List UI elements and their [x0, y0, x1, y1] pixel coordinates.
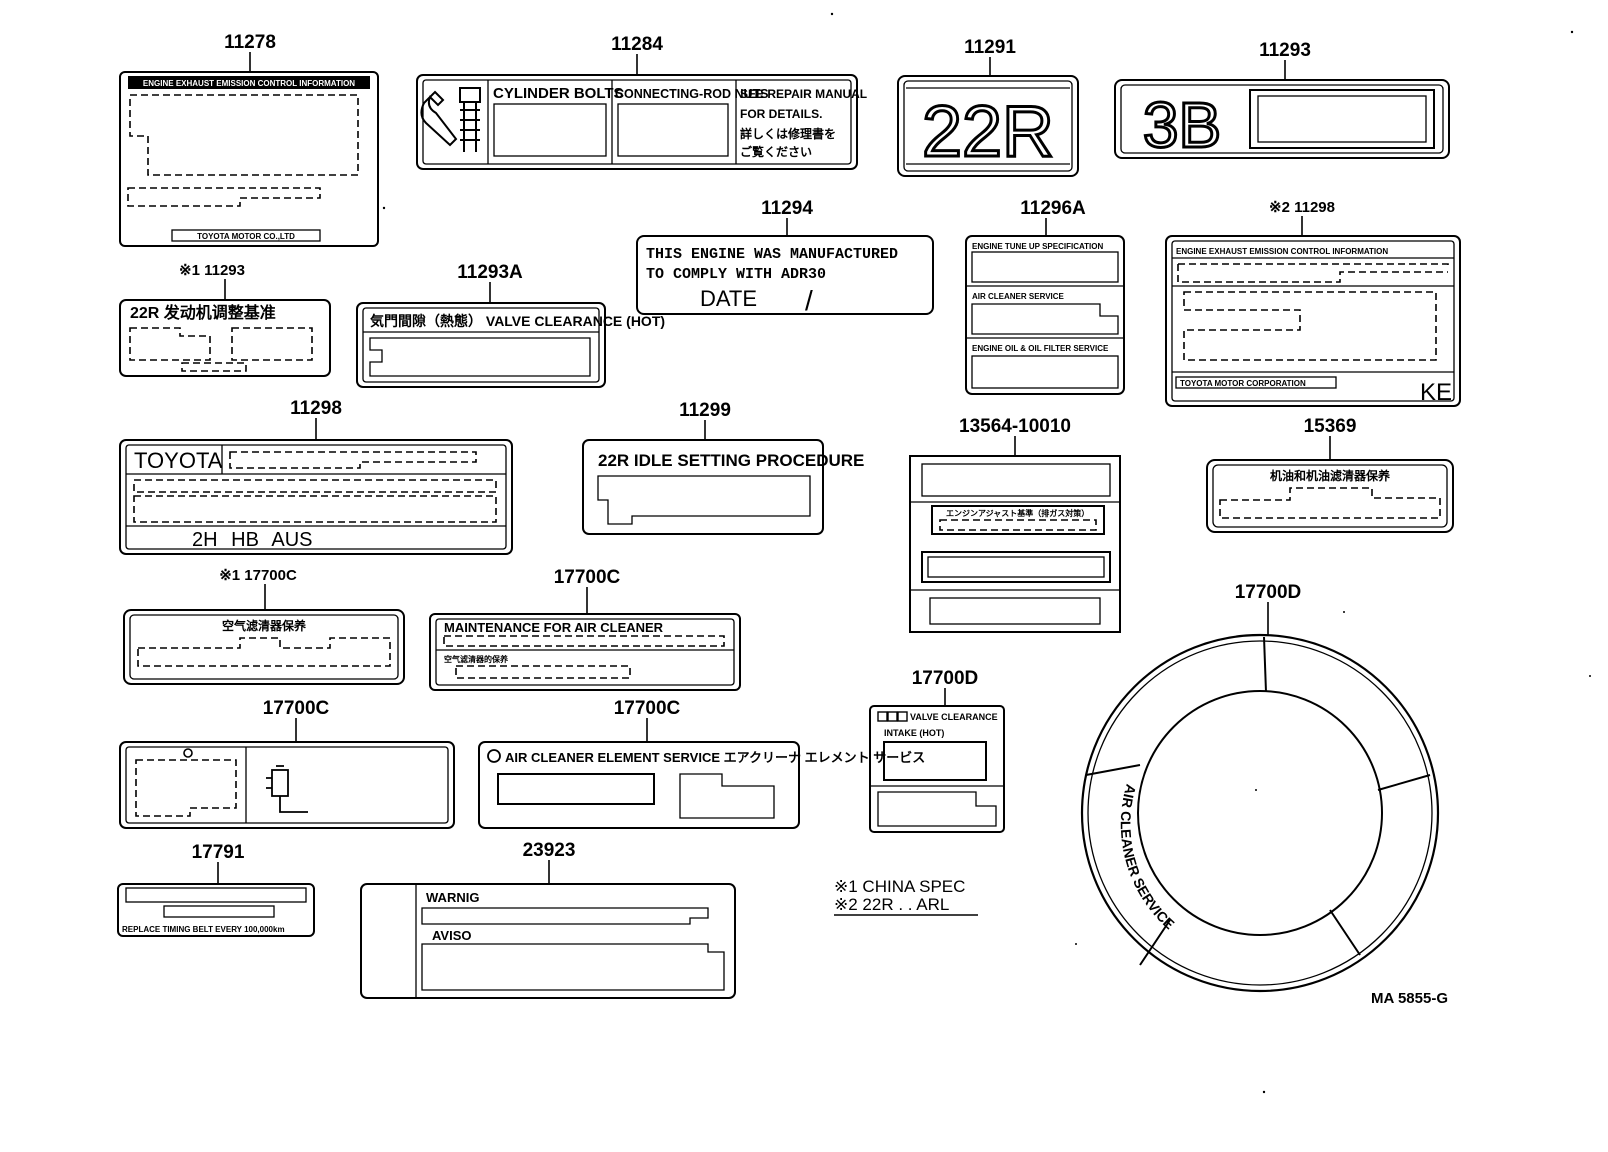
label-11298: 11298 TOYOTA 2H HB AUS: [119, 398, 513, 555]
part-number-17700C-b: 17700C: [263, 698, 330, 719]
model-codes: 2H HB AUS: [192, 529, 312, 551]
part-number-11278: 11278: [224, 32, 276, 53]
part-number-11293A: 11293A: [457, 262, 523, 283]
label-11299: 11299 22R IDLE SETTING PROCEDURE: [582, 400, 864, 535]
valve-clearance-text: VALVE CLEARANCE: [910, 712, 998, 722]
part-number-13564: 13564-10010: [959, 416, 1071, 437]
label-17700C-c: 17700C AIR CLEANER ELEMENT SERVICE エアクリー…: [478, 698, 925, 829]
label-11278: 11278 ENGINE EXHAUST EMISSION CONTROL IN…: [119, 32, 379, 247]
part-number-11293-china: ※1 11293: [179, 262, 245, 279]
spec-notes: ※1 CHINA SPEC ※2 22R . . ARL: [834, 877, 978, 916]
col-see-repair-3: 詳しくは修理書を: [740, 126, 836, 141]
label-11293-china: ※1 11293 22R 发动机调整基准: [119, 262, 331, 377]
part-number-11291: 11291: [964, 37, 1016, 58]
oil-filter-service-cn-text: 机油和机油滤清器保养: [1270, 468, 1390, 483]
warning-text: WARNIG: [426, 890, 479, 905]
adr30-line1: THIS ENGINE WAS MANUFACTURED: [646, 246, 898, 263]
part-number-17791: 17791: [192, 842, 245, 863]
label-footer: TOYOTA MOTOR CO.,LTD: [197, 232, 295, 241]
air-cleaner-service-ring-text: AIR CLEANER SERVICE: [1118, 783, 1178, 933]
air-cleaner-service-text: AIR CLEANER SERVICE: [972, 292, 1065, 301]
label-11284: 11284 CYLINDER BOLTS CONNECTING-ROD NUTS…: [416, 34, 867, 170]
ke-label-header: ENGINE EXHAUST EMISSION CONTROL INFORMAT…: [1176, 247, 1388, 256]
label-15369: 15369 机油和机油滤清器保养: [1206, 416, 1454, 533]
part-number-17700C-china: ※1 17700C: [219, 567, 297, 584]
part-number-11296A: 11296A: [1020, 198, 1086, 219]
air-cleaner-element-icon: [266, 765, 308, 813]
col-see-repair-2: FOR DETAILS.: [740, 107, 822, 121]
air-cleaner-maintenance-cn-text: 空气滤清器的保养: [444, 654, 508, 664]
ke-label-footer: TOYOTA MOTOR CORPORATION: [1180, 379, 1306, 388]
label-11291: 11291 22R: [897, 37, 1079, 177]
label-17700D-ring: 17700D AIR CLEANER SERVICE: [1080, 582, 1440, 993]
part-number-17700D-small: 17700D: [912, 668, 979, 689]
part-number-23923: 23923: [523, 840, 576, 861]
label-11293A: 11293A 気門間隙（熱態） VALVE CLEARANCE (HOT): [356, 262, 665, 388]
figure-code: MA 5855-G: [1371, 990, 1448, 1007]
oil-filter-service-text: ENGINE OIL & OIL FILTER SERVICE: [972, 344, 1109, 353]
part-number-17700C-c: 17700C: [614, 698, 681, 719]
aviso-text: AVISO: [432, 928, 472, 943]
part-number-11293: 11293: [1259, 40, 1311, 61]
ke-code: KE: [1420, 379, 1452, 406]
col-cylinder-bolts: CYLINDER BOLTS: [493, 85, 624, 102]
part-number-17700C-a: 17700C: [554, 567, 621, 588]
part-number-17700D-ring: 17700D: [1235, 582, 1302, 603]
engine-adjust-jp-text: エンジンアジャスト基準（排ガス対策）: [946, 508, 1089, 518]
label-header: ENGINE EXHAUST EMISSION CONTROL INFORMAT…: [143, 79, 355, 88]
note-22r-arl: ※2 22R . . ARL: [834, 895, 949, 914]
adr30-line2: TO COMPLY WITH ADR30: [646, 266, 826, 283]
date-slash: /: [805, 285, 813, 316]
part-number-11294: 11294: [761, 198, 813, 219]
label-17791: 17791 REPLACE TIMING BELT EVERY 100,000k…: [117, 842, 315, 937]
part-number-11284: 11284: [611, 34, 663, 55]
bullet-circle-icon: [487, 749, 501, 763]
china-engine-adjust-text: 22R 发动机调整基准: [130, 303, 276, 322]
label-17700D-small: 17700D VALVE CLEARANCE INTAKE (HOT): [869, 668, 1005, 833]
col-see-repair-4: ご覧ください: [740, 144, 812, 159]
label-17700C-a: 17700C MAINTENANCE FOR AIR CLEANER 空气滤清器…: [429, 567, 741, 691]
label-11298-ke: ※2 11298 ENGINE EXHAUST EMISSION CONTROL…: [1165, 199, 1461, 407]
part-number-11298: 11298: [290, 398, 342, 419]
indicator-circle-icon: [183, 748, 193, 758]
part-number-11298-ke: ※2 11298: [1269, 199, 1335, 216]
note-china-spec: ※1 CHINA SPEC: [834, 877, 965, 896]
engine-code-3b: 3B: [1143, 89, 1221, 161]
label-17700C-b: 17700C: [119, 698, 455, 829]
timing-belt-text: REPLACE TIMING BELT EVERY 100,000km: [122, 925, 285, 934]
col-see-repair-1: SEE REPAIR MANUAL: [740, 87, 867, 101]
cylinder-squares-icon: [877, 711, 908, 722]
label-11296A: 11296A ENGINE TUNE UP SPECIFICATION AIR …: [965, 198, 1125, 395]
label-23923: 23923 WARNIG AVISO: [360, 840, 736, 999]
intake-hot-text: INTAKE (HOT): [884, 728, 944, 738]
idle-setting-text: 22R IDLE SETTING PROCEDURE: [598, 451, 864, 470]
tune-up-spec-text: ENGINE TUNE UP SPECIFICATION: [972, 242, 1103, 251]
air-cleaner-element-service-text: AIR CLEANER ELEMENT SERVICE エアクリーナ エレメント…: [505, 750, 925, 765]
air-cleaner-service-cn-text: 空气滤清器保养: [222, 618, 306, 633]
engine-code-22r: 22R: [922, 92, 1054, 172]
part-number-11299: 11299: [679, 400, 731, 421]
part-number-15369: 15369: [1304, 416, 1357, 437]
wrench-bolt-icon: [420, 87, 481, 152]
maintenance-air-cleaner-text: MAINTENANCE FOR AIR CLEANER: [444, 620, 664, 635]
label-11294: 11294 THIS ENGINE WAS MANUFACTURED TO CO…: [636, 198, 934, 316]
date-label: DATE: [700, 286, 757, 311]
label-13564-10010: 13564-10010 エンジンアジャスト基準（排ガス対策）: [909, 416, 1121, 633]
label-11293: 11293 3B: [1114, 40, 1450, 163]
toyota-brand: TOYOTA: [134, 448, 223, 473]
col-connecting-rod-nuts: CONNECTING-ROD NUTS: [615, 87, 768, 101]
label-17700C-china: ※1 17700C 空气滤清器保养: [123, 567, 405, 685]
scan-specks: [382, 12, 1591, 1094]
valve-clearance-hot-text: 気門間隙（熱態） VALVE CLEARANCE (HOT): [370, 313, 665, 329]
